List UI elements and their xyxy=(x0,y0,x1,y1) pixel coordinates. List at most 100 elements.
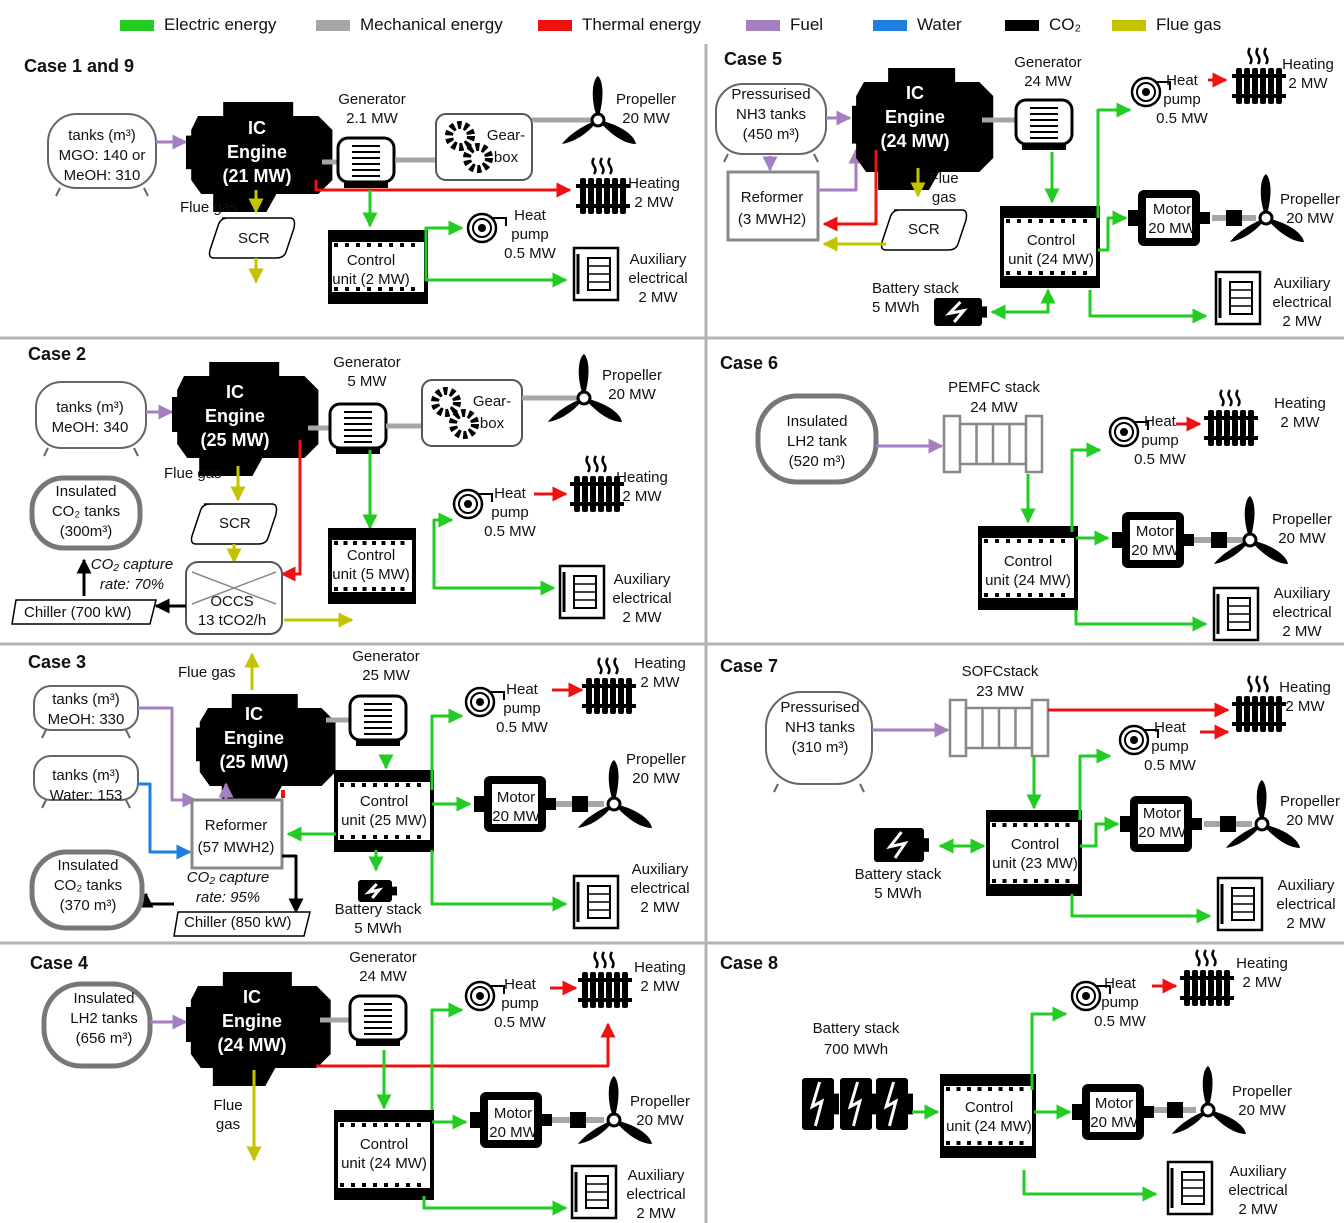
motor-window xyxy=(1090,1092,1136,1132)
control-pin xyxy=(384,783,388,787)
motor-window xyxy=(1130,520,1176,560)
control-pin xyxy=(1061,271,1065,275)
aux-label: 2 MW xyxy=(1282,623,1322,640)
legend-swatch xyxy=(538,19,572,31)
battery-icon xyxy=(874,828,929,862)
battery-label: 700 MWh xyxy=(823,1041,889,1058)
control-label: Control xyxy=(359,793,409,810)
radiator-fin xyxy=(1240,410,1246,446)
radiator-pipe xyxy=(1232,702,1286,706)
radiator-fin xyxy=(1268,696,1274,732)
tank-label: (310 m³) xyxy=(791,739,849,756)
control-top-bar xyxy=(336,772,432,782)
bolt-icon xyxy=(809,1081,825,1127)
legend-water: Water xyxy=(873,8,962,42)
engine-body xyxy=(199,694,336,804)
heating-label: 2 MW xyxy=(640,674,680,691)
aux-label: electrical xyxy=(1228,1182,1288,1199)
auxiliary-panel-icon xyxy=(572,246,620,302)
control-pin xyxy=(351,835,355,839)
control-pin xyxy=(334,541,338,545)
gearbox-label: box xyxy=(479,415,505,432)
heat-wave-icon xyxy=(1195,949,1217,967)
legend-fuel: Fuel xyxy=(746,8,823,42)
shaft-coupling xyxy=(1211,532,1227,548)
chiller-box xyxy=(11,599,157,625)
motor-mount xyxy=(1072,1104,1082,1120)
motor-label: 20 MW xyxy=(1148,220,1196,237)
tank-label: MeOH: 310 xyxy=(63,167,141,184)
tank-leg xyxy=(55,187,61,197)
aux-label: electrical xyxy=(1276,896,1336,913)
tank-leg xyxy=(41,799,47,809)
flue-label: gas xyxy=(215,1116,241,1133)
generator-label: 2.1 MW xyxy=(346,110,398,127)
flow-arrow xyxy=(818,148,864,192)
radiator-pipe xyxy=(576,204,630,208)
radiator-fin xyxy=(610,678,616,714)
battery-terminal xyxy=(834,1093,839,1115)
control-pin xyxy=(340,1123,344,1127)
chiller-box xyxy=(173,911,311,937)
flow-arrow xyxy=(138,782,192,860)
control-pin xyxy=(351,783,355,787)
aux-label: electrical xyxy=(630,880,690,897)
heat-pump-icon xyxy=(452,488,493,520)
heatpump-label: pump xyxy=(491,504,529,521)
engine-label: Engine xyxy=(204,406,266,426)
control-pin xyxy=(362,1123,366,1127)
case-title: Case 3 xyxy=(28,652,87,672)
control-pin xyxy=(334,587,338,591)
radiator-pipe xyxy=(578,978,632,982)
gearbox-label: box xyxy=(493,149,519,166)
control-pin xyxy=(362,835,366,839)
flue-label: Flue xyxy=(213,1097,243,1114)
fuel-tank-icon xyxy=(47,113,157,197)
co2-tank-label: Insulated xyxy=(55,483,117,500)
battery-label: Battery stack xyxy=(334,901,422,918)
control-pin xyxy=(334,287,338,291)
heat-wave-icon xyxy=(591,157,613,175)
radiator-fin xyxy=(1244,696,1250,732)
motor-label: 20 MW xyxy=(489,1124,537,1141)
control-pin xyxy=(395,1183,399,1187)
legend-mechanical: Mechanical energy xyxy=(316,8,503,42)
control-pin xyxy=(373,1123,377,1127)
propeller-blade xyxy=(584,398,622,422)
occs-label: OCCS xyxy=(210,593,254,610)
legend-label: CO₂ xyxy=(1049,15,1082,34)
control-pin xyxy=(406,1183,410,1187)
propeller-hub xyxy=(576,390,592,406)
pump-hub xyxy=(1142,88,1150,96)
control-pin xyxy=(373,835,377,839)
motor-label: Motor xyxy=(1094,1095,1134,1112)
control-label: unit (25 MW) xyxy=(341,812,427,829)
battery-terminal xyxy=(872,1093,877,1115)
radiator-fin xyxy=(582,476,588,512)
generator-base xyxy=(344,182,388,188)
aux-label: Auxiliary xyxy=(613,571,671,588)
pump-outlet xyxy=(1134,421,1149,430)
control-pin xyxy=(1009,1087,1013,1091)
control-label: Control xyxy=(1010,836,1060,853)
engine-mount xyxy=(186,135,200,170)
heating-label: 2 MW xyxy=(1280,414,1320,431)
shaft-line xyxy=(552,1112,604,1128)
propeller-label: Propeller xyxy=(1279,191,1341,208)
propeller-label: 20 MW xyxy=(1286,812,1334,829)
heatpump-label: 0.5 MW xyxy=(496,719,548,736)
propeller-blade xyxy=(608,1076,619,1120)
control-pin xyxy=(1044,879,1049,883)
flow-arrow xyxy=(316,1022,616,1068)
heatpump-label: Heat xyxy=(1104,975,1136,992)
heatpump-label: Heat xyxy=(1144,413,1176,430)
propeller-label: Propeller xyxy=(629,1093,691,1110)
engine-label: IC xyxy=(245,704,263,724)
battery-label: 5 MWh xyxy=(872,299,920,316)
control-pin xyxy=(995,539,999,543)
control-pin xyxy=(1065,879,1070,883)
control-label: unit (24 MW) xyxy=(341,1155,427,1172)
reformer-label: (57 MWH2) xyxy=(197,839,275,856)
heatpump-label: 0.5 MW xyxy=(494,1014,546,1031)
